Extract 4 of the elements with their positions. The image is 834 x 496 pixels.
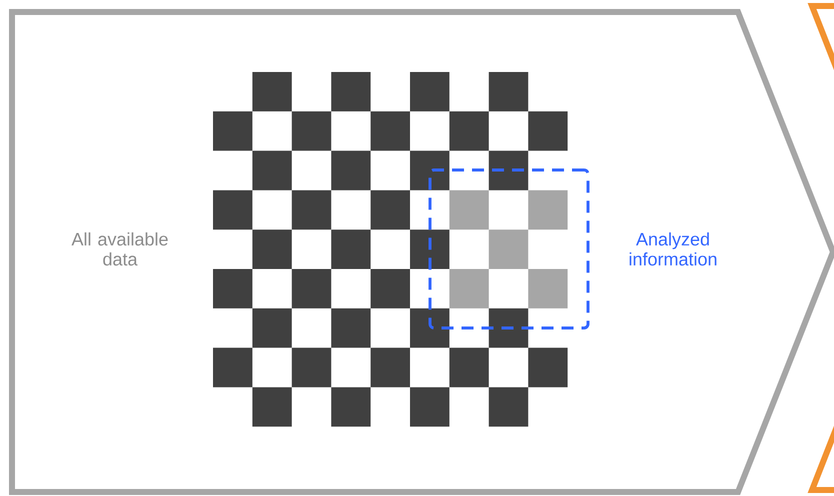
chevron-shape (808, 3, 834, 493)
selection-label: Analyzed information (630, 232, 716, 266)
chevron-shape (9, 9, 834, 495)
data-label: All available data (72, 232, 168, 266)
